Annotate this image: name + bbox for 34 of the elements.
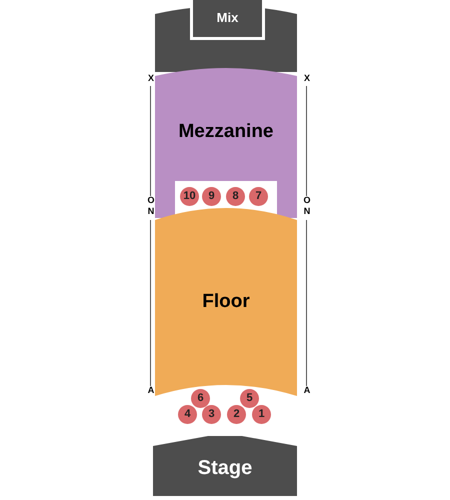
section-label: Mix — [216, 9, 240, 27]
row-letter: N — [146, 206, 156, 216]
section-label: Floor — [201, 290, 251, 314]
row-letter: O — [302, 195, 312, 205]
table-seat — [202, 405, 221, 424]
section-label: 8 — [231, 189, 240, 204]
stage — [153, 436, 297, 496]
mix-booth — [190, 0, 265, 40]
mezzanine-section — [155, 68, 297, 218]
section-label: 5 — [245, 391, 254, 406]
table-seat — [249, 187, 268, 206]
section-label: 1 — [257, 407, 266, 422]
section-label: 7 — [254, 189, 263, 204]
table-seat — [191, 389, 210, 408]
row-letter: A — [146, 385, 156, 395]
table-seat — [252, 405, 271, 424]
section-label: 9 — [207, 189, 216, 204]
section-label: 3 — [207, 407, 216, 422]
table-seat — [202, 187, 221, 206]
table-seat — [240, 389, 259, 408]
section-label: 4 — [183, 407, 192, 422]
row-letter: X — [302, 73, 311, 83]
table-seat — [227, 405, 246, 424]
section-label: 10 — [182, 189, 197, 204]
row-letter: O — [146, 195, 156, 205]
section-label: 2 — [232, 407, 241, 422]
row-letter: N — [302, 206, 312, 216]
row-letter: A — [302, 385, 312, 395]
section-label: 6 — [196, 391, 205, 406]
section-label: Mezzanine — [177, 120, 275, 144]
table-seat — [226, 187, 245, 206]
row-letter: X — [146, 73, 155, 83]
table-seat — [178, 405, 197, 424]
section-label: Stage — [196, 456, 254, 481]
